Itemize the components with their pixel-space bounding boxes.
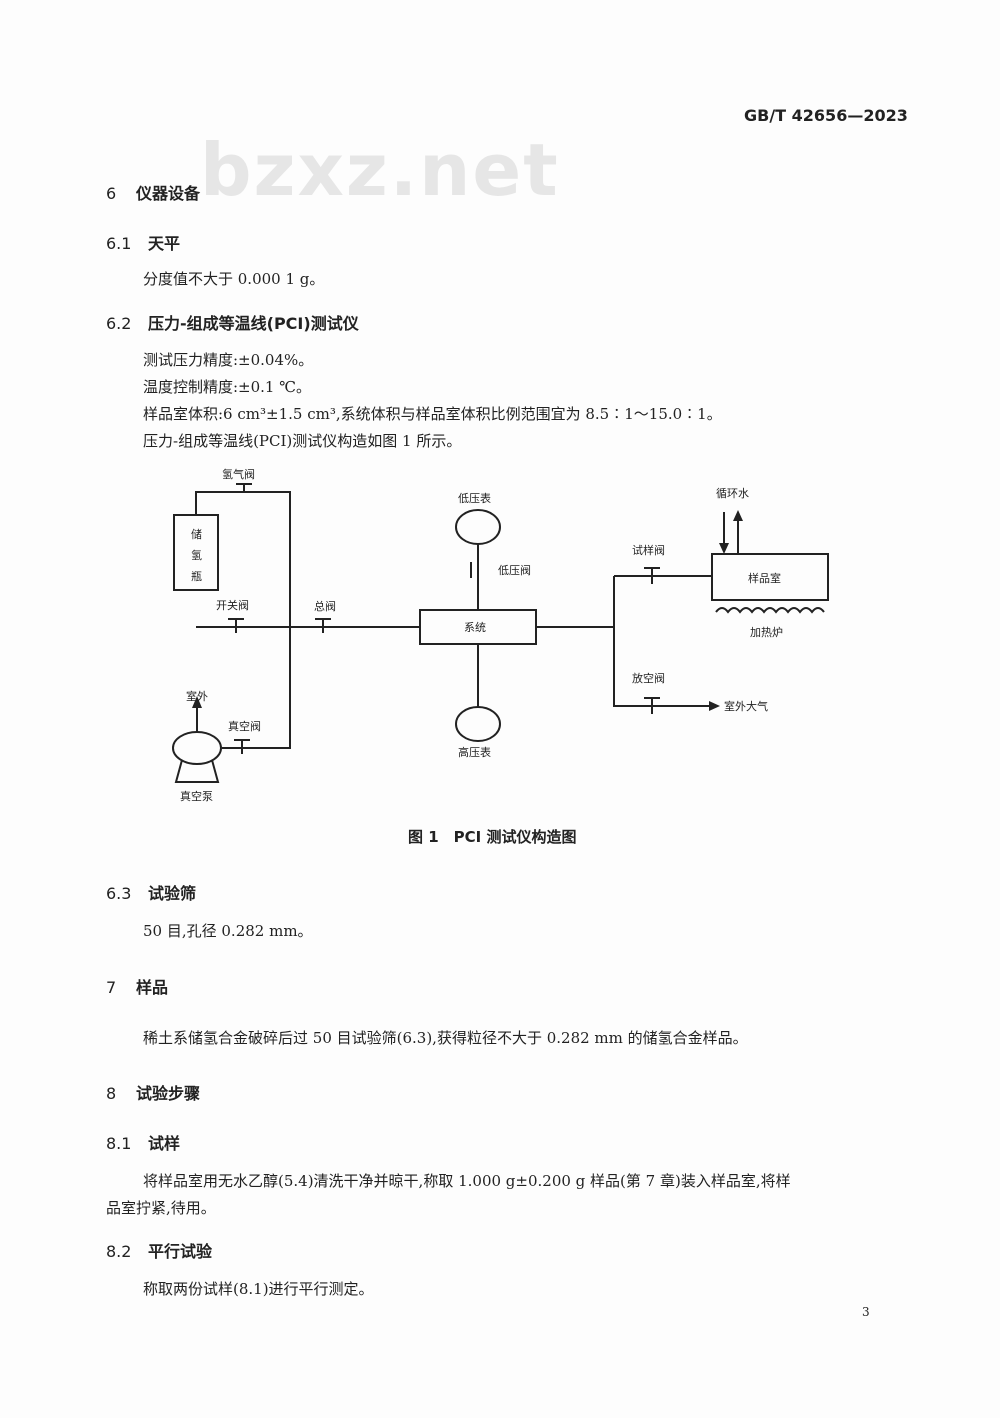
arrow-up-icon [192, 696, 202, 708]
page-number: 3 [862, 1305, 870, 1319]
paragraph: 温度控制精度:±0.1 ℃。 [143, 378, 312, 396]
section-number: 7 [106, 978, 117, 997]
section-title: 试验步骤 [136, 1084, 201, 1103]
label-cylinder-2: 氢 [191, 548, 202, 562]
section-title: 试验筛 [148, 884, 197, 903]
branch-pipe [613, 576, 712, 707]
label-heater: 加热炉 [750, 626, 783, 639]
section-title: 仪器设备 [136, 184, 201, 203]
label-sample-chamber: 样品室 [748, 571, 781, 585]
section-title: 天平 [148, 234, 181, 253]
paragraph: 分度值不大于 0.000 1 g。 [143, 270, 325, 288]
label-sample-valve: 试样阀 [632, 543, 665, 557]
section-number: 8.2 [106, 1242, 132, 1261]
section-6-1-heading: 6.1 天平 [106, 230, 180, 254]
label-outdoor-air: 室外大气 [724, 699, 768, 713]
label-low-valve: 低压阀 [498, 563, 531, 577]
label-cylinder-3: 瓶 [191, 569, 202, 583]
paragraph: 稀土系储氢合金破碎后过 50 目试验筛(6.3),获得粒径不大于 0.282 m… [143, 1029, 748, 1047]
label-circulating-water: 循环水 [716, 487, 749, 500]
paragraph: 压力-组成等温线(PCI)测试仪构造如图 1 所示。 [143, 432, 462, 450]
paragraph: 测试压力精度:±0.04%。 [143, 351, 314, 369]
section-number: 8.1 [106, 1134, 132, 1153]
label-low-gauge: 低压表 [458, 491, 491, 505]
arrow-right-icon [709, 701, 720, 711]
section-title: 压力-组成等温线(PCI)测试仪 [148, 314, 359, 333]
supply-pipe [195, 491, 291, 749]
label-vacuum-valve: 真空阀 [228, 719, 261, 733]
section-number: 6.3 [106, 884, 132, 903]
figure-caption: 图 1 PCI 测试仪构造图 [408, 828, 577, 846]
label-cylinder-1: 储 [191, 527, 202, 541]
paragraph: 称取两份试样(8.1)进行平行测定。 [143, 1280, 374, 1298]
section-6-3-heading: 6.3 试验筛 [106, 880, 196, 904]
low-pressure-gauge [455, 509, 501, 545]
section-6-2-heading: 6.2 压力-组成等温线(PCI)测试仪 [106, 310, 359, 334]
vacuum-pump-base [174, 759, 220, 783]
paragraph: 品室拧紧,待用。 [106, 1199, 216, 1217]
section-number: 6.1 [106, 234, 132, 253]
paragraph: 50 目,孔径 0.282 mm。 [143, 922, 313, 940]
label-system: 系统 [464, 621, 486, 634]
label-high-gauge: 高压表 [458, 745, 491, 759]
section-6-heading: 6 仪器设备 [106, 180, 200, 204]
high-pressure-gauge [455, 706, 501, 742]
paragraph: 样品室体积:6 cm³±1.5 cm³,系统体积与样品室体积比例范围宜为 8.5… [143, 405, 722, 423]
section-8-2-heading: 8.2 平行试验 [106, 1238, 212, 1262]
section-number: 6 [106, 184, 117, 203]
section-number: 8 [106, 1084, 117, 1103]
label-main-valve: 总阀 [314, 599, 336, 613]
watermark: bzxz.net [200, 128, 560, 212]
section-title: 样品 [136, 978, 169, 997]
paragraph: 将样品室用无水乙醇(5.4)清洗干净并晾干,称取 1.000 g±0.200 g… [143, 1172, 791, 1190]
standard-code: GB/T 42656—2023 [744, 106, 908, 125]
section-title: 平行试验 [148, 1242, 213, 1261]
sample-chamber [711, 553, 829, 601]
section-7-heading: 7 样品 [106, 974, 168, 998]
section-8-heading: 8 试验步骤 [106, 1080, 200, 1104]
label-switch-valve: 开关阀 [216, 598, 249, 612]
label-vacuum-pump: 真空泵 [180, 789, 213, 803]
section-8-1-heading: 8.1 试样 [106, 1130, 180, 1154]
section-title: 试样 [148, 1134, 181, 1153]
label-outdoor: 室外 [186, 689, 208, 703]
label-hydrogen-valve: 氢气阀 [222, 467, 255, 481]
arrow-down-icon [719, 543, 729, 554]
section-number: 6.2 [106, 314, 132, 333]
label-vent-valve: 放空阀 [632, 671, 665, 685]
arrow-up-icon [733, 510, 743, 521]
vacuum-pump-body [172, 731, 222, 765]
heater-coil [715, 607, 825, 614]
